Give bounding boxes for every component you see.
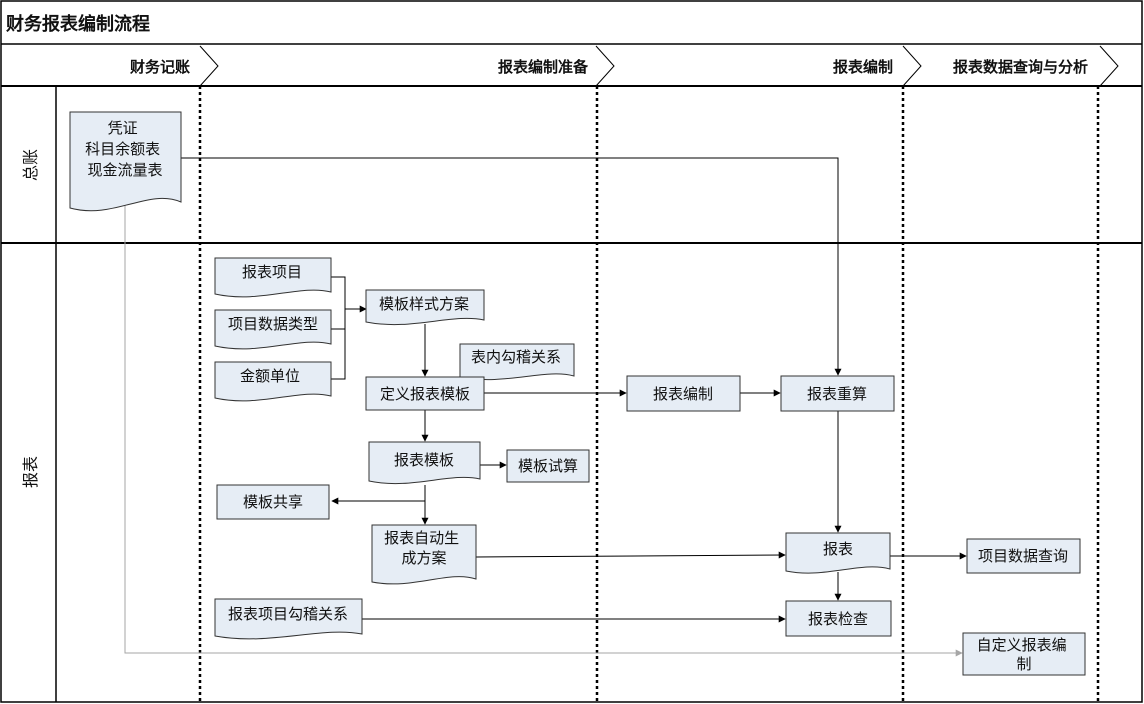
- node-template-share-shape: [216, 484, 330, 520]
- node-define-template-shape: [365, 376, 485, 411]
- node-gl-docs-label: 凭证 科目余额表 现金流量表: [85, 119, 165, 179]
- node-report-check-label: 报表检查: [808, 610, 868, 628]
- node-template-style-label: 模板样式方案: [379, 295, 469, 313]
- node-compile-label: 报表编制: [653, 385, 713, 403]
- edge-template-to-share: [331, 485, 426, 505]
- diagram-title: 财务报表编制流程: [6, 13, 150, 35]
- lane-label-general-ledger: 总账: [21, 149, 40, 181]
- phase-chevron-1: [199, 45, 219, 87]
- node-auto-gen-label: 报表自动生 成方案: [384, 529, 464, 567]
- node-amount-unit-label: 金额单位: [240, 367, 300, 385]
- node-item-check-rel-shape: [214, 598, 363, 640]
- node-report-template-label: 报表模板: [394, 451, 454, 469]
- node-report-items-shape: [214, 257, 332, 298]
- node-data-type-shape: [214, 309, 332, 350]
- edge-gl-to-custom: [124, 202, 963, 657]
- node-report-label: 报表: [823, 540, 853, 558]
- node-item-check-rel-label: 报表项目勾稽关系: [228, 605, 348, 623]
- node-item-query-label: 项目数据查询: [978, 547, 1068, 565]
- node-recalc-shape: [780, 375, 895, 412]
- node-item-query-shape: [966, 538, 1081, 574]
- node-custom-compile-label: 自定义报表编 制: [977, 636, 1072, 673]
- node-custom-compile-shape: [962, 632, 1086, 676]
- node-report-items-label: 报表项目: [242, 263, 302, 281]
- edge-inputs-bracket: [331, 276, 346, 380]
- node-compile-shape: [626, 375, 741, 412]
- node-template-share-label: 模板共享: [243, 493, 303, 511]
- node-intra-check-label: 表内勾稽关系: [471, 348, 561, 366]
- node-data-type-label: 项目数据类型: [228, 315, 318, 333]
- phase-label-compilation: 报表编制: [833, 58, 893, 76]
- edge-autogen-to-report: [475, 551, 786, 559]
- node-define-template-label: 定义报表模板: [380, 385, 470, 403]
- phase-chevron-3: [902, 45, 922, 87]
- phase-label-preparation: 报表编制准备: [498, 58, 589, 76]
- node-report-template-shape: [368, 441, 481, 485]
- node-template-style-shape: [365, 289, 485, 325]
- phase-chevron-2: [595, 45, 615, 87]
- node-report-shape: [785, 532, 891, 574]
- phase-label-query-analysis: 报表数据查询与分析: [953, 58, 1088, 76]
- phase-chevron-4: [1099, 45, 1119, 87]
- node-recalc-label: 报表重算: [807, 385, 867, 403]
- node-template-trial-shape: [506, 449, 590, 483]
- node-template-trial-label: 模板试算: [518, 457, 578, 475]
- node-gl-docs-shape: [69, 111, 182, 212]
- node-amount-unit-shape: [214, 361, 332, 402]
- node-auto-gen-shape: [371, 524, 477, 585]
- edge-gl-to-recalc: [181, 157, 842, 376]
- phase-label-bookkeeping: 财务记账: [130, 58, 190, 76]
- lane-label-reports: 报表: [21, 456, 40, 488]
- node-report-check-shape: [785, 600, 892, 637]
